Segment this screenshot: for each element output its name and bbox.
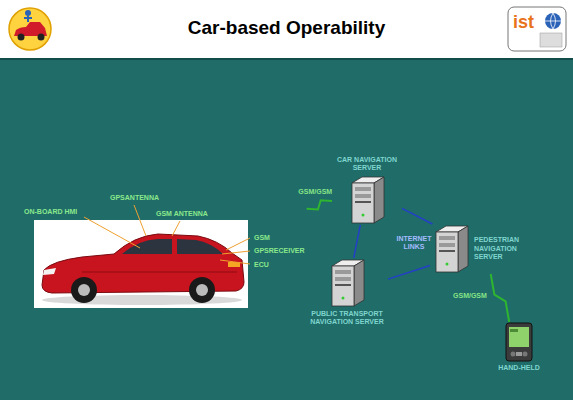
drawing-part	[355, 194, 371, 198]
drawing-part	[355, 187, 371, 191]
link-label: GSM/GSM	[452, 292, 488, 300]
part-label: GSM ANTENNA	[156, 210, 208, 218]
drawing-part	[34, 220, 248, 308]
part-label: ECU	[254, 261, 269, 269]
header-band: Car-based Operability	[0, 0, 573, 60]
logo-globe-lines	[545, 13, 561, 29]
server-label: CAR NAVIGATION SERVER	[332, 156, 402, 173]
drawing-part	[506, 323, 532, 361]
text-block: PUBLIC TRANSPORT NAVIGATION SERVER	[306, 310, 388, 327]
link-label: GSM/GSM	[297, 188, 333, 196]
logo-wheel	[18, 34, 25, 41]
text-block: CAR NAVIGATION SERVER	[332, 156, 402, 173]
drawing-part	[374, 177, 384, 223]
drawing-part	[84, 217, 140, 248]
drawing-part	[335, 284, 351, 286]
logo-text: ist	[513, 13, 534, 31]
slide-title: Car-based Operability	[0, 17, 573, 39]
internet-link	[354, 225, 361, 258]
part-label: GPSRECEIVER	[254, 247, 305, 255]
drawing-part	[446, 263, 449, 266]
logo-globe	[545, 13, 561, 29]
ist-logo	[508, 7, 566, 51]
drawing-part	[326, 258, 368, 308]
drawing-part	[122, 239, 172, 254]
part-label: ON-BOARD HMI	[24, 208, 77, 216]
drawing-part	[436, 232, 458, 272]
drawing-part	[504, 322, 534, 362]
drawing-part	[82, 272, 237, 273]
server-node: CAR NAVIGATION SERVER	[332, 156, 402, 225]
logo-disc	[9, 8, 51, 50]
wireless-link	[307, 200, 332, 209]
drawing-part	[362, 213, 365, 216]
drawing-part	[220, 260, 250, 264]
internet-link	[388, 266, 430, 280]
drawing-part	[189, 277, 215, 303]
server-icon	[326, 258, 368, 308]
server-node: PEDESTRIAN NAVIGATION SERVER	[430, 224, 532, 274]
drawing-part	[355, 201, 371, 203]
server-node: PUBLIC TRANSPORT NAVIGATION SERVER	[306, 258, 388, 327]
drawing-part	[458, 226, 468, 272]
handheld-node: HAND-HELD	[494, 322, 544, 372]
drawing-part	[430, 224, 472, 274]
drawing-part	[342, 297, 345, 300]
logo-frame	[508, 7, 566, 51]
drawing-part	[84, 205, 250, 264]
logo-person	[25, 10, 31, 16]
drawing-part	[523, 352, 528, 357]
server-label: HAND-HELD	[494, 364, 544, 372]
logo-tag	[540, 33, 562, 47]
drawing-part	[134, 205, 146, 236]
drawing-part	[43, 268, 56, 275]
drawing-part	[511, 352, 516, 357]
network-label: INTERNET LINKS	[392, 235, 436, 252]
drawing-part	[439, 250, 455, 252]
drawing-part	[71, 277, 97, 303]
drawing-part	[332, 266, 354, 306]
drawing-part	[354, 260, 364, 306]
text-block: PEDESTRIAN NAVIGATION SERVER	[474, 236, 532, 261]
drawing-part	[222, 251, 250, 254]
server-label: PUBLIC TRANSPORT NAVIGATION SERVER	[306, 310, 388, 327]
drawing-part	[42, 234, 244, 293]
text-block: HAND-HELD	[494, 364, 544, 372]
internet-link	[402, 208, 432, 224]
part-label: GSM	[254, 234, 270, 242]
drawing-part	[335, 270, 351, 274]
part-label: GPSANTENNA	[110, 194, 159, 202]
server-icon	[346, 175, 388, 225]
logo-wheel	[38, 34, 45, 41]
server-icon	[430, 224, 472, 274]
drawing-part	[509, 327, 529, 347]
drawing-part	[172, 221, 180, 236]
drawing-part	[177, 239, 223, 254]
logo-person	[24, 16, 32, 22]
drawing-part	[510, 329, 518, 332]
server-label: PEDESTRIAN NAVIGATION SERVER	[474, 236, 532, 261]
drawing-part	[226, 238, 250, 250]
drawing-part	[516, 352, 522, 356]
drawing-part	[439, 243, 455, 247]
drawing-part	[78, 284, 90, 296]
drawing-part	[335, 277, 351, 281]
drawing-part	[439, 236, 455, 240]
vehicle-group: ON-BOARD HMI GPSANTENNA GSM ANTENNA GSM GPSR…	[22, 190, 307, 314]
drawing-part	[346, 175, 388, 225]
handheld-icon	[504, 322, 534, 362]
wireless-link	[491, 274, 510, 322]
drawing-part	[196, 284, 208, 296]
drawing-part	[352, 183, 374, 223]
project-logo	[9, 8, 51, 50]
